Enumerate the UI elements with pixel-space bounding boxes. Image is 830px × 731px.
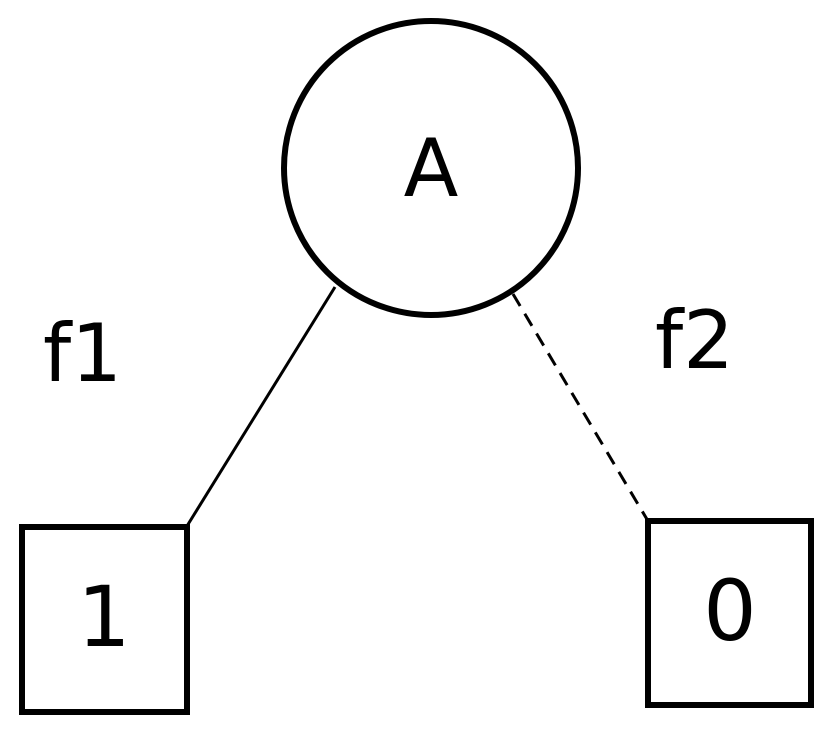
leaf-node-left-box <box>19 524 190 715</box>
leaf-node-left-label: 1 <box>77 568 130 666</box>
leaf-node-right-label: 0 <box>703 562 756 660</box>
edge-right-dashed <box>511 293 650 522</box>
edge-left-label: f1 <box>43 307 122 400</box>
root-node-label: A <box>404 122 459 215</box>
root-node-circle <box>281 18 581 318</box>
edge-left-solid <box>185 286 337 527</box>
edge-right-label: f2 <box>655 294 734 387</box>
leaf-node-right-box <box>645 518 814 708</box>
